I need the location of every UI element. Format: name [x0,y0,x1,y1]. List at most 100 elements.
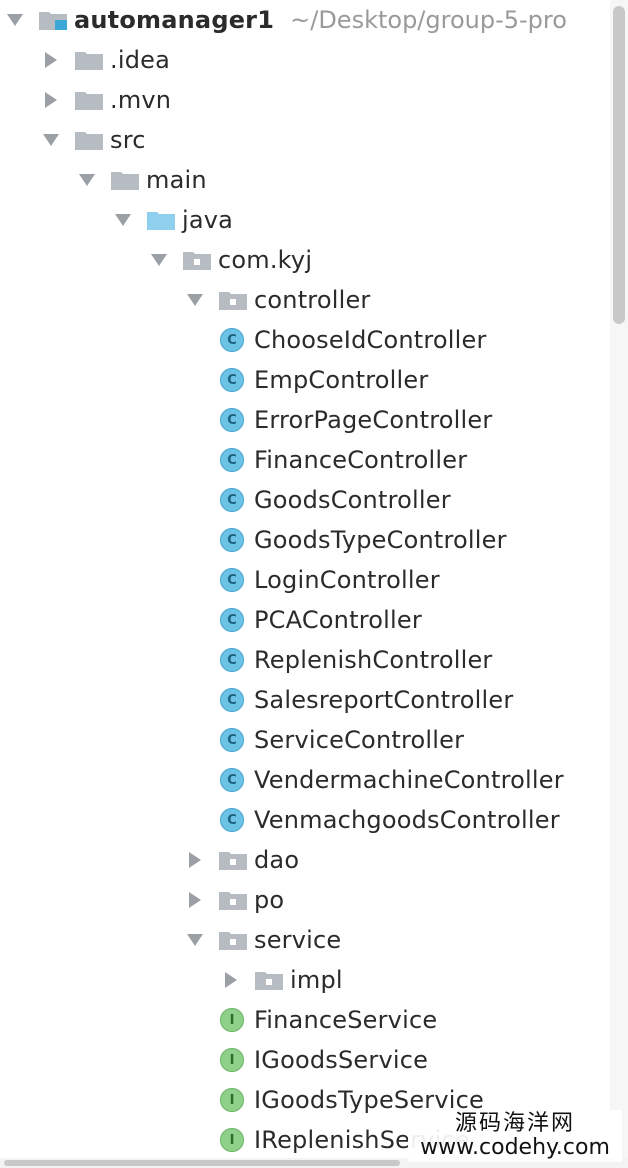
tree-row[interactable]: main [0,160,610,200]
tree-row[interactable]: dao [0,840,610,880]
expanded-arrow-icon[interactable] [112,200,134,240]
class-icon: C [220,368,244,392]
expanded-arrow-icon[interactable] [184,280,206,320]
tree-row[interactable]: src [0,120,610,160]
tree-row[interactable]: java [0,200,610,240]
expanded-arrow-icon[interactable] [148,240,170,280]
tree-item-label: ReplenishController [254,646,493,674]
collapsed-arrow-icon[interactable] [40,40,62,80]
tree-item-label: service [254,926,342,954]
folder-icon [74,89,104,111]
tree-row[interactable]: service [0,920,610,960]
tree-item-label: VenmachgoodsController [254,806,560,834]
tree-row[interactable]: C EmpController [0,360,610,400]
tree-item-label: main [146,166,207,194]
interface-icon: I [220,1088,244,1112]
folder-icon [110,169,140,191]
tree-row[interactable]: C VendermachineController [0,760,610,800]
class-icon: C [220,768,244,792]
tree-item-label: GoodsController [254,486,451,514]
tree-row[interactable]: C VenmachgoodsController [0,800,610,840]
tree-row[interactable]: com.kyj [0,240,610,280]
package-icon [218,849,248,871]
horizontal-scrollbar[interactable] [0,1158,628,1168]
expanded-arrow-icon[interactable] [184,920,206,960]
tree-item-label: IGoodsTypeService [254,1086,485,1114]
expanded-arrow-icon[interactable] [40,120,62,160]
class-icon: C [220,728,244,752]
tree-row[interactable]: .idea [0,40,610,80]
tree-item-label: GoodsTypeController [254,526,507,554]
watermark-title: 源码海洋网 [454,1111,575,1136]
interface-icon: I [220,1128,244,1152]
project-tree[interactable]: automanager1 ~/Desktop/group-5-pro .idea .m… [0,0,610,1160]
collapsed-arrow-icon[interactable] [184,880,206,920]
tree-item-label: SalesreportController [254,686,514,714]
class-icon: C [220,688,244,712]
tree-item-label: com.kyj [218,246,313,274]
tree-item-label: FinanceService [254,1006,438,1034]
watermark-url: www.codehy.com [420,1135,610,1160]
vertical-scrollbar-thumb[interactable] [613,6,625,324]
tree-row[interactable]: controller [0,280,610,320]
tree-item-label: dao [254,846,300,874]
tree-item-label: .idea [110,46,171,74]
class-icon: C [220,448,244,472]
interface-icon: I [220,1008,244,1032]
tree-item-label: po [254,886,285,914]
tree-row[interactable]: I IGoodsService [0,1040,610,1080]
project-path: ~/Desktop/group-5-pro [290,6,567,34]
tree-row[interactable]: C GoodsController [0,480,610,520]
class-icon: C [220,488,244,512]
interface-icon: I [220,1048,244,1072]
tree-item-label: IGoodsService [254,1046,429,1074]
tree-item-label: PCAController [254,606,422,634]
module-folder-icon [38,9,68,31]
tree-row[interactable]: C ReplenishController [0,640,610,680]
horizontal-scrollbar-thumb[interactable] [4,1160,400,1166]
tree-row[interactable]: C SalesreportController [0,680,610,720]
tree-row[interactable]: C PCAController [0,600,610,640]
tree-item-label: src [110,126,146,154]
tree-item-label: EmpController [254,366,429,394]
tree-item-label: .mvn [110,86,172,114]
class-icon: C [220,408,244,432]
package-icon [218,289,248,311]
tree-row[interactable]: I IGoodsTypeService [0,1080,610,1120]
tree-item-label: ErrorPageController [254,406,493,434]
package-icon [182,249,212,271]
tree-row[interactable]: C ErrorPageController [0,400,610,440]
expanded-arrow-icon[interactable] [4,0,26,40]
class-icon: C [220,608,244,632]
tree-row[interactable]: C GoodsTypeController [0,520,610,560]
tree-row[interactable]: I FinanceService [0,1000,610,1040]
collapsed-arrow-icon[interactable] [220,960,242,1000]
class-icon: C [220,528,244,552]
tree-row[interactable]: impl [0,960,610,1000]
tree-row[interactable]: automanager1 ~/Desktop/group-5-pro [0,0,610,40]
class-icon: C [220,328,244,352]
tree-row[interactable]: .mvn [0,80,610,120]
collapsed-arrow-icon[interactable] [184,840,206,880]
expanded-arrow-icon[interactable] [76,160,98,200]
source-folder-icon [146,209,176,231]
tree-row[interactable]: C ChooseIdController [0,320,610,360]
vertical-scrollbar[interactable] [610,0,628,1160]
package-icon [218,889,248,911]
tree-item-label: java [182,206,234,234]
tree-item-label: VendermachineController [254,766,564,794]
collapsed-arrow-icon[interactable] [40,80,62,120]
folder-icon [74,49,104,71]
tree-item-label: controller [254,286,371,314]
tree-row[interactable]: po [0,880,610,920]
tree-item-label: ChooseIdController [254,326,487,354]
tree-item-label: automanager1 [74,6,275,34]
package-icon [254,969,284,991]
class-icon: C [220,648,244,672]
package-icon [218,929,248,951]
class-icon: C [220,808,244,832]
watermark: 源码海洋网 www.codehy.com [408,1110,622,1162]
